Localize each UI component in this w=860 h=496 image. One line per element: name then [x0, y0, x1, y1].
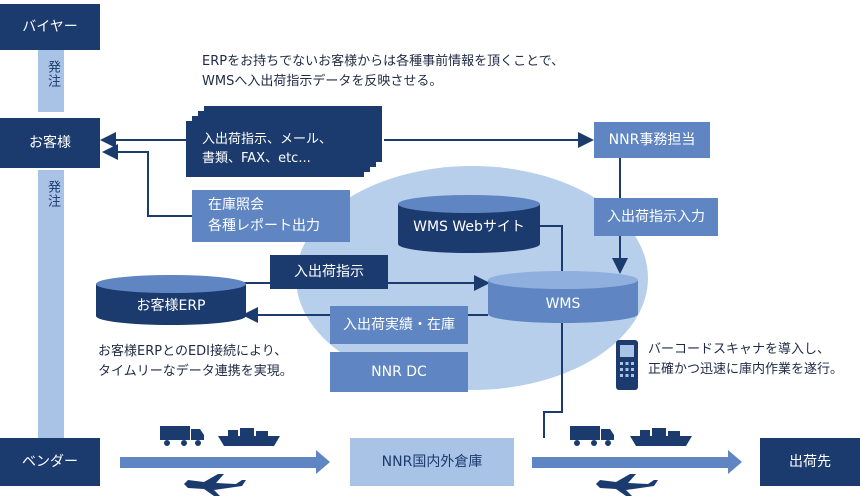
ship-icon — [630, 428, 692, 446]
destination-box: 出荷先 — [760, 438, 860, 486]
inventory-report-box: 在庫照会 各種レポート出力 — [192, 190, 350, 242]
arrow-report-to-customer — [102, 144, 192, 217]
customer-erp-label: お客様ERP — [136, 297, 206, 314]
line-wms-to-warehouse — [540, 225, 563, 438]
order-label-top: 発注 — [45, 60, 60, 88]
wms-web-cylinder — [398, 195, 540, 253]
order-bar-bottom — [38, 170, 64, 438]
airplane-icon — [596, 474, 658, 496]
results-inventory-box: 入出荷実績・在庫 — [330, 306, 468, 344]
arrow-vendor-to-warehouse — [120, 450, 330, 474]
wms-label: WMS — [545, 295, 581, 312]
inout-instruction-box: 入出荷指示 — [270, 255, 388, 289]
nnr-dc-box: NNR DC — [330, 352, 468, 392]
nnr-staff-box: NNR事務担当 — [594, 122, 710, 158]
order-bar-top — [38, 50, 64, 112]
wms-web-label: WMS Webサイト — [413, 218, 525, 235]
ship-icon — [218, 428, 280, 446]
truck-icon — [160, 426, 204, 446]
edi-note: お客様ERPとのEDI接続により、 タイムリーなデータ連携を実現。 — [98, 344, 293, 380]
erp-note: ERPをお持ちでないお客様からは各種事前情報を頂くことで、 WMSへ入出荷指示デ… — [202, 54, 565, 90]
customer-erp-cylinder — [96, 275, 246, 325]
instruction-input-box: 入出荷指示入力 — [594, 198, 718, 236]
scanner-note: バーコードスキャナを導入し、 正確かつ迅速に庫内作業を遂行。 — [648, 342, 844, 378]
wms-cylinder — [488, 271, 638, 323]
customer-box: お客様 — [0, 118, 100, 168]
documents-box: 入出荷指示、メール、 書類、FAX、etc... — [186, 121, 364, 177]
truck-icon — [570, 426, 614, 446]
nnr-warehouse-box: NNR国内外倉庫 — [350, 438, 514, 486]
buyer-box: バイヤー — [0, 4, 100, 50]
arrow-warehouse-to-destination — [532, 450, 742, 474]
order-label-bottom: 発注 — [45, 180, 60, 208]
vendor-box: ベンダー — [0, 438, 100, 486]
barcode-scanner-icon — [616, 340, 638, 390]
airplane-icon — [184, 474, 246, 496]
